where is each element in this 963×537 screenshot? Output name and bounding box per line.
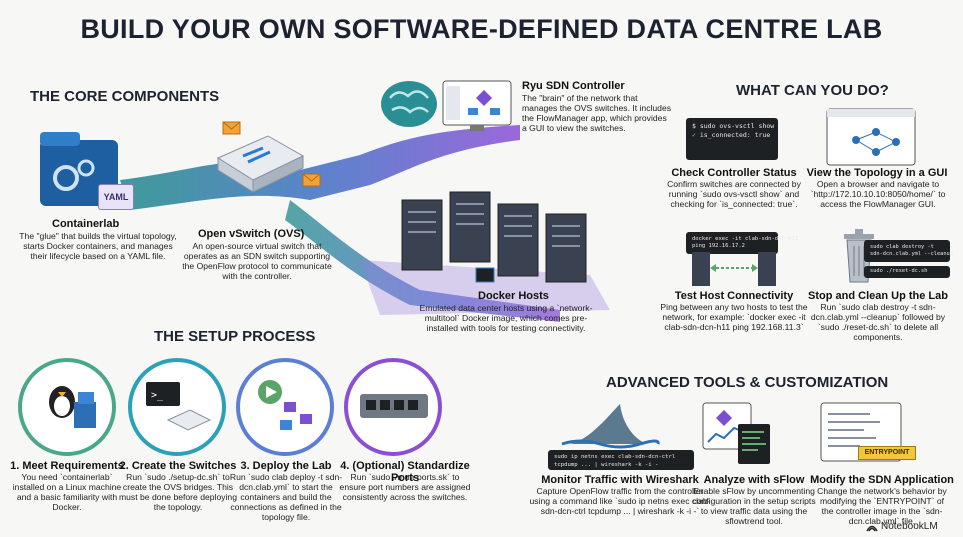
check-title: Check Controller Status [671,167,797,179]
brain-icon [381,81,437,127]
wireshark-desc: Capture OpenFlow traffic from the contro… [529,486,711,516]
notebooklm-icon [866,525,878,531]
message-envelope-icon [302,173,321,187]
test-desc: Ping between any two hosts to test the n… [660,302,808,332]
core-section-heading: THE CORE COMPONENTS [30,88,220,105]
ovs-vsctl-terminal: $ sudo ovs-vsctl show ✓ is_connected: tr… [686,118,778,160]
step-circle [344,358,442,456]
linux-penguin-icon [49,386,96,428]
tcpdump-terminal: sudo ip netns exec clab-sdn-dcn-ctrl tcp… [548,450,694,470]
message-envelope-icon [222,121,241,135]
ovs-title: Open vSwitch (OVS) [198,228,305,240]
wireshark-fin-icon [561,404,660,449]
step-desc: You need `containerlab` installed on a L… [12,472,122,512]
browser-window-icon [826,108,916,166]
step-desc: Run `sudo ./setup-dc.sh` to create the O… [118,472,237,512]
setup-section-heading: THE SETUP PROCESS [154,328,316,345]
entrypoint-badge: ENTRYPOINT [858,446,916,460]
step-circle [236,358,334,456]
what-section-heading: WHAT CAN YOU DO? [736,82,889,99]
ryu-desc: The "brain" of the network that manages … [522,93,672,133]
terminal-line: is_connected: true [699,130,771,139]
step-title: 2. Create the Switches [119,460,237,472]
footer-text: NotebookLM [881,521,938,532]
docker-servers-icon [401,191,587,283]
stop-desc: Run `sudo clab destroy -t sdn-dcn.clab.y… [810,302,946,342]
step-circle: >_ [128,358,226,456]
gui-desc: Open a browser and navigate to `http://1… [810,179,946,209]
ping-terminal: docker exec -it clab-sdn-dcn-h11 ping 19… [686,232,798,254]
terminal-switch-icon: >_ [146,382,212,431]
ryu-title: Ryu SDN Controller [522,80,625,92]
sflow-desc: Enable sFlow by uncommenting configurati… [692,486,816,526]
flowmanager-monitor-icon [442,80,512,131]
step-circle [18,358,116,456]
advanced-section-heading: ADVANCED TOOLS & CUSTOMIZATION [606,374,889,391]
containerlab-title: Containerlab [52,218,120,230]
ovs-switch-icon [216,135,305,193]
terminal-line: $ sudo ovs-vsctl show [692,122,775,130]
step-title: 4. (Optional) Standardize Ports [340,460,470,484]
page-title: BUILD YOUR OWN SOFTWARE-DEFINED DATA CEN… [80,14,883,44]
gui-title: View the Topology in a GUI [806,167,948,179]
hosts-ping-icon [692,252,776,286]
step-desc: Run `sudo clab deploy -t sdn-dcn.clab.ym… [229,472,343,522]
wireshark-title: Monitor Traffic with Wireshark [541,474,699,486]
test-title: Test Host Connectivity [674,290,794,302]
stop-title: Stop and Clean Up the Lab [808,290,948,302]
docker-title: Docker Hosts [478,290,549,302]
check-desc: Confirm switches are connected by runnin… [667,179,801,209]
svg-text:>_: >_ [151,390,164,401]
step-title: 1. Meet Requirements [10,460,124,472]
step-title: 3. Deploy the Lab [240,460,332,472]
deploy-play-icon [258,380,312,430]
switch-ports-icon [360,394,428,418]
modify-title: Modify the SDN Application [810,474,954,486]
docker-desc: Emulated data center hosts using a `netw… [419,303,593,333]
reset-terminal: sudo ./reset-dc.sh [864,266,950,278]
notebooklm-logo: NotebookLM [866,521,938,532]
modify-desc: Change the network's behavior by modifyi… [817,486,947,526]
check-icon: ✓ [692,130,696,139]
containerlab-desc: The "glue" that builds the virtual topol… [19,231,177,261]
sflow-title: Analyze with sFlow [703,474,805,486]
ovs-desc: An open-source virtual switch that opera… [182,241,332,281]
destroy-terminal: sudo clab destroy -t sdn-dcn.clab.yml --… [864,240,953,262]
step-desc: Run `sudo ./mun-ports.sk` to ensure port… [339,472,471,502]
sflow-chart-icon [702,402,770,464]
yaml-file-badge: YAML [98,184,134,210]
